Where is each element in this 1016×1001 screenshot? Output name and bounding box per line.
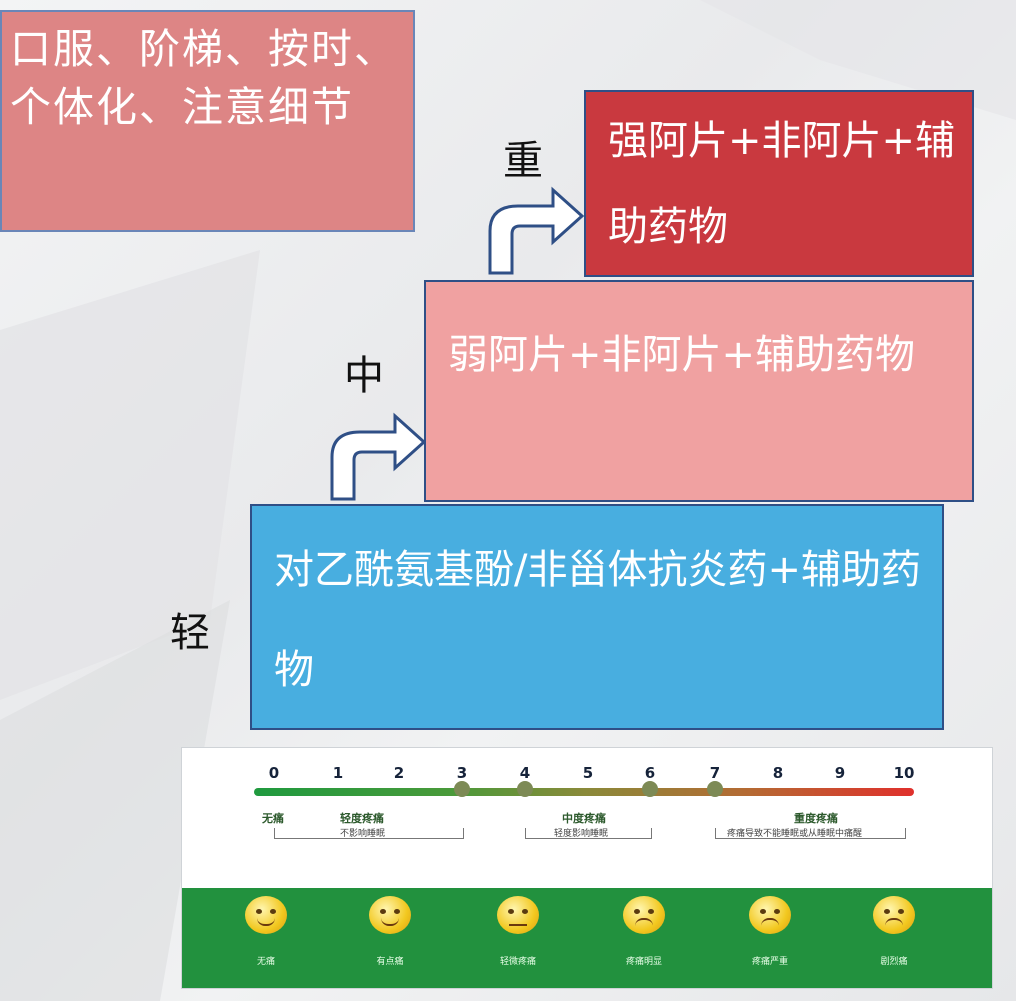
face-item: 疼痛明显: [599, 896, 689, 967]
scale-number: 1: [332, 764, 344, 782]
face-icon: [623, 896, 665, 934]
step-weak-opioid: 弱阿片+非阿片+辅助药物: [424, 280, 974, 502]
zone-none: 无痛: [262, 812, 284, 825]
scale-marker: [707, 781, 723, 797]
face-item: 有点痛: [345, 896, 435, 967]
face-item: 疼痛严重: [725, 896, 815, 967]
step-strong-opioid: 强阿片+非阿片+辅助药物: [584, 90, 974, 277]
face-label: 剧烈痛: [880, 957, 908, 967]
treatment-principle-text: 口服、阶梯、按时、个体化、注意细节: [10, 25, 397, 131]
face-label: 轻微疼痛: [499, 957, 536, 967]
face-label: 无痛: [256, 957, 275, 967]
step-weak-opioid-text: 弱阿片+非阿片+辅助药物: [448, 332, 916, 378]
zone-severe: 重度疼痛: [794, 812, 838, 825]
scale-number: 2: [393, 764, 405, 782]
scale-marker: [454, 781, 470, 797]
face-label: 疼痛严重: [751, 957, 788, 967]
level-label-moderate: 中: [344, 353, 384, 399]
treatment-principle-box: 口服、阶梯、按时、个体化、注意细节: [0, 10, 415, 232]
zone-moderate-bracket: [525, 828, 652, 839]
faces-band: [182, 888, 992, 988]
zone-mild-bracket: [274, 828, 464, 839]
scale-marker: [517, 781, 533, 797]
step-up-arrow-lower: [330, 412, 427, 501]
face-item: 无痛: [221, 896, 311, 967]
step-non-opioid-text: 对乙酰氨基酚/非甾体抗炎药+辅助药物: [274, 547, 921, 693]
scale-marker: [642, 781, 658, 797]
face-icon: [497, 896, 539, 934]
step-non-opioid: 对乙酰氨基酚/非甾体抗炎药+辅助药物: [250, 504, 944, 730]
face-icon: [749, 896, 791, 934]
zone-severe-desc: 疼痛导致不能睡眠或从睡眠中痛醒: [727, 829, 863, 839]
face-label: 有点痛: [376, 957, 404, 967]
face-icon: [369, 896, 411, 934]
scale-number: 5: [582, 764, 594, 782]
pain-scale-chart: 0 1 2 3 4 5 6 7 8 9 10 无痛 轻度疼痛 不影响睡眠 中度疼…: [181, 747, 993, 989]
scale-number: 3: [456, 764, 468, 782]
level-label-severe: 重: [503, 138, 543, 184]
scale-number: 9: [834, 764, 846, 782]
face-item: 剧烈痛: [849, 896, 939, 967]
scale-number: 7: [709, 764, 721, 782]
scale-number: 4: [519, 764, 531, 782]
level-label-mild: 轻: [170, 610, 210, 656]
pain-scale-bar: [254, 788, 914, 796]
scale-number: 8: [772, 764, 784, 782]
zone-moderate-desc: 轻度影响睡眠: [554, 829, 609, 839]
face-label: 疼痛明显: [625, 957, 662, 967]
face-icon: [873, 896, 915, 934]
step-strong-opioid-text: 强阿片+非阿片+辅助药物: [608, 118, 956, 250]
zone-severe-bracket: [715, 828, 906, 839]
zone-mild: 轻度疼痛: [340, 812, 384, 825]
scale-number: 0: [268, 764, 280, 782]
face-item: 轻微疼痛: [473, 896, 563, 967]
zone-moderate: 中度疼痛: [562, 812, 606, 825]
scale-number: 6: [644, 764, 656, 782]
face-icon: [245, 896, 287, 934]
step-up-arrow-upper: [488, 186, 585, 275]
scale-number: 10: [893, 764, 915, 782]
zone-mild-desc: 不影响睡眠: [340, 829, 386, 839]
